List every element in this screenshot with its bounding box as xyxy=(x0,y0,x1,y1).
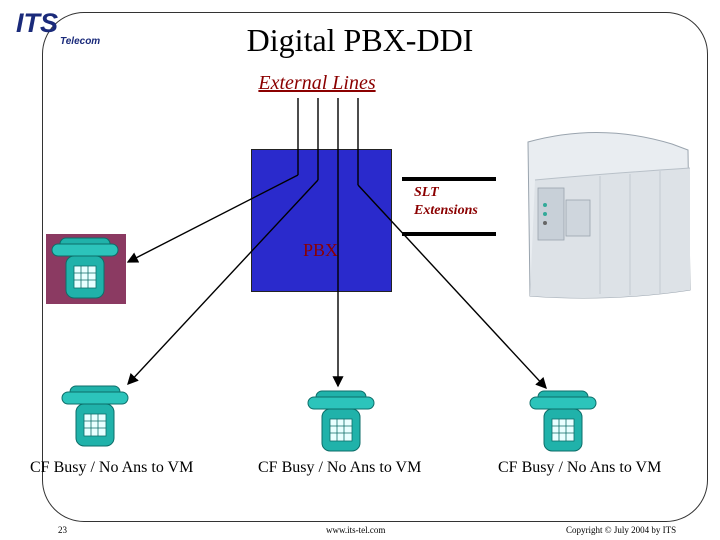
its-telecom-logo: ITS Telecom xyxy=(8,6,118,56)
slide-title: Digital PBX-DDI xyxy=(246,22,474,58)
external-lines-label: External Lines xyxy=(258,72,376,94)
phone-bottom-left-icon xyxy=(61,385,129,447)
footer-website: www.its-tel.com xyxy=(326,525,386,535)
slide-frame xyxy=(42,12,708,522)
pbx-label: PBX xyxy=(302,240,338,260)
pbx-box xyxy=(251,149,392,292)
phone-top-left xyxy=(46,234,126,304)
footer-copyright: Copyright © July 2004 by ITS xyxy=(566,525,677,535)
phone-bottom-center-icon xyxy=(307,390,375,452)
caption-bottom-center: CF Busy / No Ans to VM xyxy=(258,459,422,476)
caption-bottom-right: CF Busy / No Ans to VM xyxy=(498,459,662,476)
caption-bottom-left: CF Busy / No Ans to VM xyxy=(30,459,194,476)
external-lines xyxy=(297,98,359,300)
logo-sub-text: Telecom xyxy=(60,36,101,47)
phone-bottom-right-icon xyxy=(529,390,597,452)
slt-line-2: Extensions xyxy=(414,203,478,218)
page-number: 23 xyxy=(58,525,67,535)
routing-arrows xyxy=(126,174,547,390)
slt-extension-bars xyxy=(402,177,496,236)
slt-extensions-label: SLT Extensions xyxy=(414,184,478,220)
slt-line-1: SLT xyxy=(414,185,439,200)
voicemail-unit-icon xyxy=(527,131,691,299)
logo-main-text: ITS xyxy=(16,8,59,38)
